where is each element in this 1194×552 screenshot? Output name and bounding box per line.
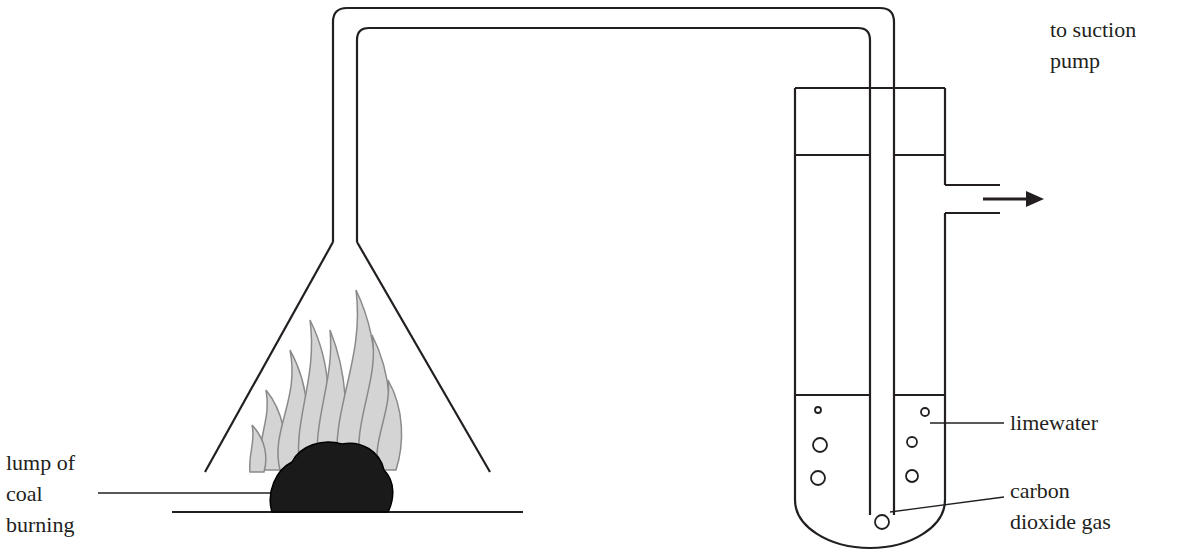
side-arm: [945, 184, 1000, 186]
leader-line: [98, 492, 290, 493]
leader-line: [890, 497, 1004, 512]
delivery-tube-outer: [333, 8, 894, 515]
delivery-tube-inner: [357, 28, 870, 515]
funnel-side: [357, 242, 490, 472]
coal-label: lump of coal burning: [6, 447, 102, 540]
pump-label: to suction pump: [1050, 14, 1190, 76]
liquid-surface: [795, 394, 870, 396]
bubbles: [811, 407, 929, 529]
liquid-surface: [894, 394, 945, 396]
coal-lump: [270, 442, 393, 512]
test-tube: [795, 88, 945, 548]
flow-arrow: [983, 198, 1030, 201]
limewater-label: limewater: [1010, 407, 1140, 438]
side-arm: [945, 212, 1000, 214]
stopper-bottom: [795, 154, 870, 156]
arrow-head: [1026, 191, 1044, 207]
leader-line: [930, 422, 1004, 423]
stopper-bottom: [894, 154, 945, 156]
funnel-side: [205, 242, 333, 472]
gas-label: carbon dioxide gas: [1010, 475, 1140, 537]
stopper-top: [795, 87, 945, 89]
